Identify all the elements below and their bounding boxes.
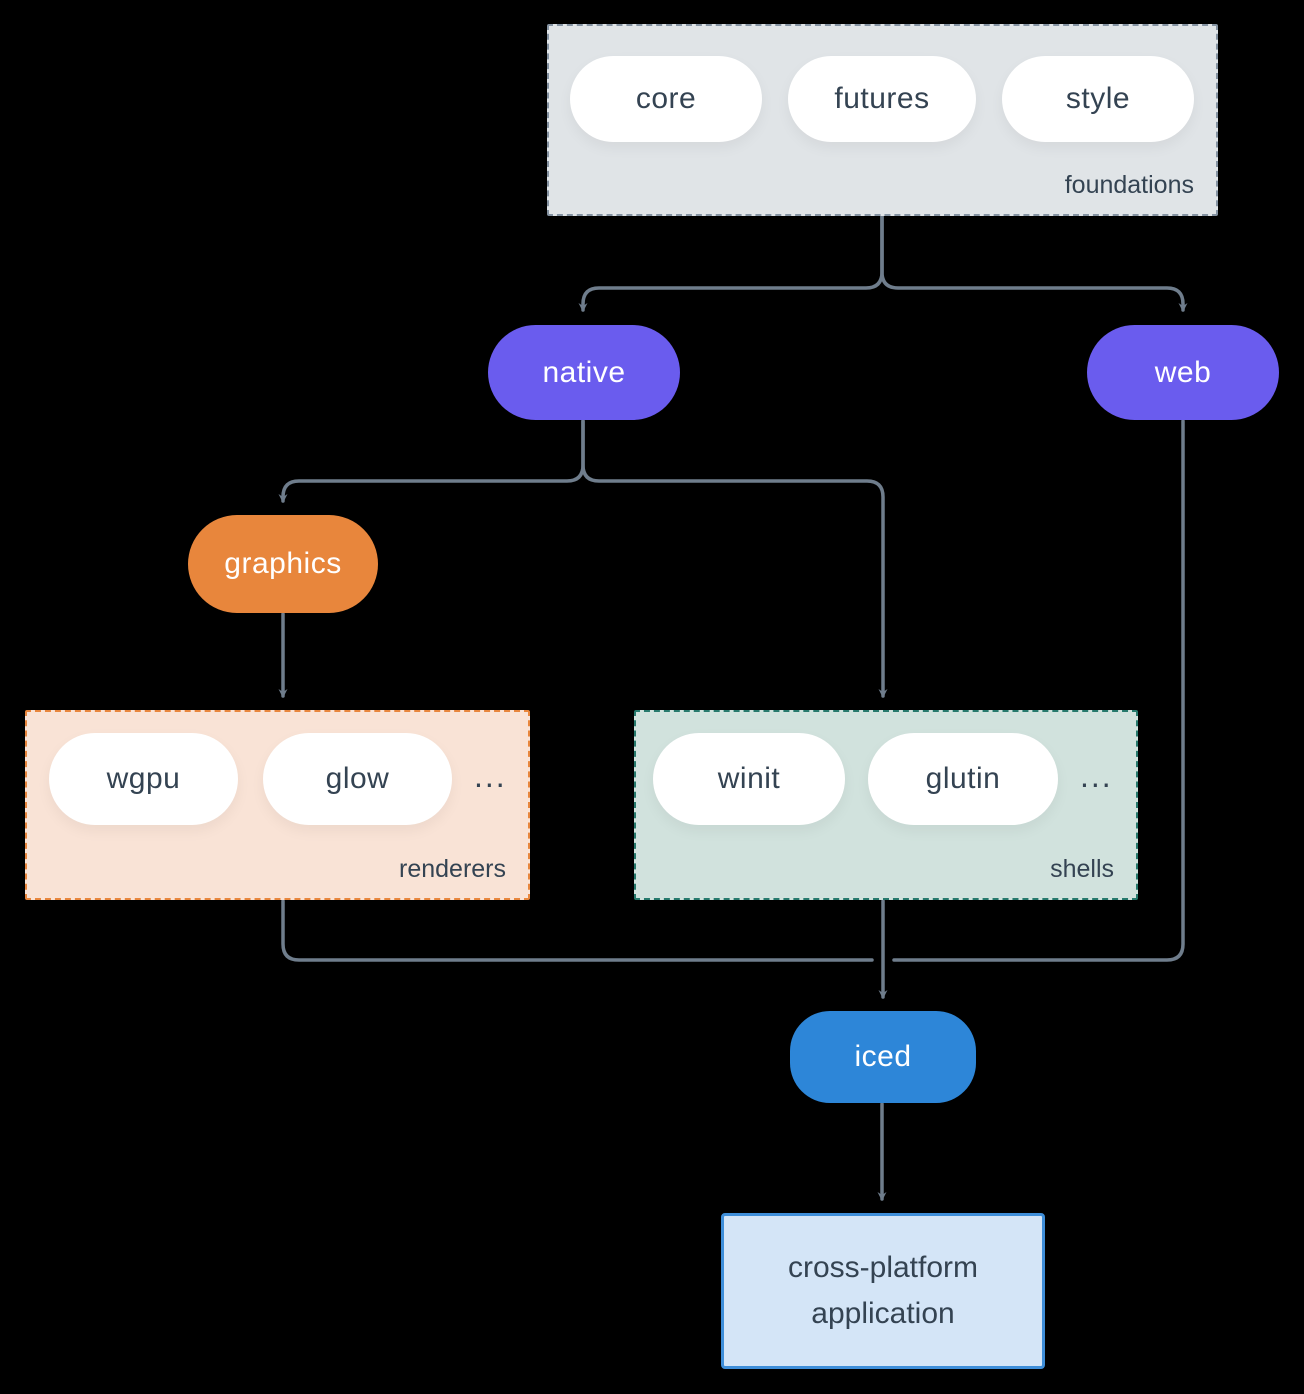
node-native: native: [488, 325, 680, 420]
node-native-label: native: [542, 355, 626, 389]
node-iced: iced: [790, 1011, 976, 1103]
node-graphics: graphics: [188, 515, 378, 613]
edge-foundations-web: [880, 214, 1188, 312]
node-glow-label: glow: [325, 762, 390, 795]
node-wgpu-label: wgpu: [106, 762, 181, 795]
foundations-label: foundations: [1064, 171, 1194, 199]
node-winit: winit: [653, 733, 845, 825]
edge-renderers-merge: [281, 899, 874, 962]
node-web-label: web: [1154, 355, 1212, 389]
shells-label: shells: [1050, 855, 1114, 883]
node-style: style: [1002, 56, 1194, 142]
node-core-label: core: [635, 82, 697, 115]
node-core: core: [570, 56, 762, 142]
node-winit-label: winit: [717, 762, 781, 795]
node-web: web: [1087, 325, 1279, 420]
cross-platform-application-box: cross-platform application: [721, 1213, 1045, 1369]
node-wgpu: wgpu: [49, 733, 238, 825]
shells-ellipsis: ...: [1080, 758, 1113, 794]
node-glutin: glutin: [868, 733, 1058, 825]
edge-native-graphics: [278, 419, 585, 503]
app-label-line2: application: [811, 1297, 955, 1330]
node-iced-label: iced: [854, 1040, 912, 1073]
renderers-label: renderers: [399, 855, 506, 883]
node-style-label: style: [1065, 82, 1131, 115]
node-glow: glow: [263, 733, 452, 825]
renderers-ellipsis: ...: [474, 758, 507, 794]
node-futures: futures: [788, 56, 976, 142]
node-futures-label: futures: [834, 82, 930, 115]
edge-foundations-native: [578, 214, 884, 312]
edge-web-merge: [892, 419, 1185, 962]
node-glutin-label: glutin: [925, 762, 1001, 795]
node-graphics-label: graphics: [224, 547, 342, 580]
edge-native-shells: [581, 419, 888, 698]
app-label-line1: cross-platform: [787, 1251, 979, 1284]
